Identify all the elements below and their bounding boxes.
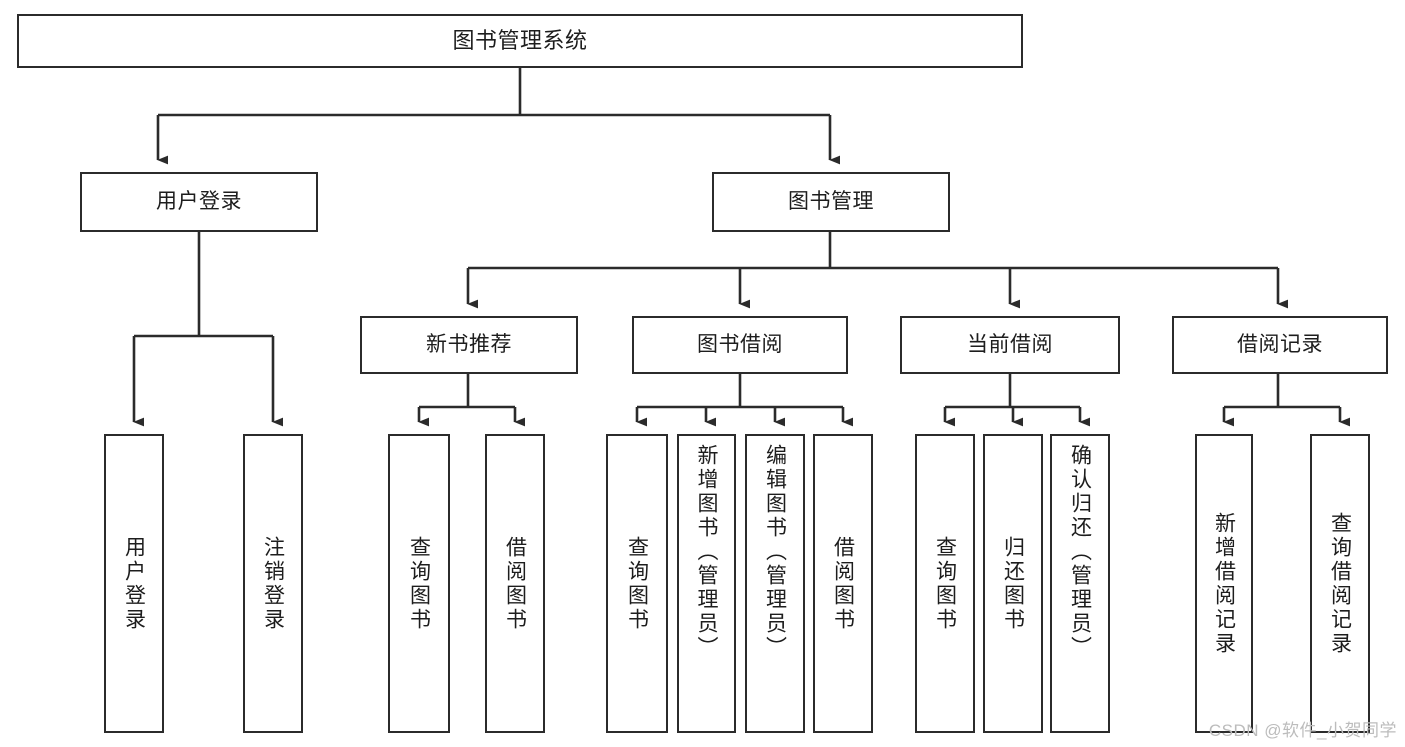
node-label: 借阅图书 <box>503 535 527 632</box>
node-label: 查询图书 <box>933 535 957 632</box>
leaf-records-add-record[interactable]: 新增借阅记录 <box>1195 434 1253 733</box>
leaf-recommend-query-book[interactable]: 查询图书 <box>388 434 450 733</box>
node-label: 图书管理系统 <box>452 28 588 54</box>
node-label: 编辑图书（管理员） <box>763 444 787 660</box>
node-new-book-recommend[interactable]: 新书推荐 <box>360 316 578 374</box>
node-label: 新书推荐 <box>426 332 512 356</box>
leaf-recommend-borrow-book[interactable]: 借阅图书 <box>485 434 545 733</box>
node-borrow-records[interactable]: 借阅记录 <box>1172 316 1388 374</box>
node-label: 查询借阅记录 <box>1328 511 1352 656</box>
node-label: 查询图书 <box>625 535 649 632</box>
leaf-current-confirm-return-admin[interactable]: 确认归还（管理员） <box>1050 434 1110 733</box>
leaf-records-query-record[interactable]: 查询借阅记录 <box>1310 434 1370 733</box>
leaf-user-logout[interactable]: 注销登录 <box>243 434 303 733</box>
node-label: 确认归还（管理员） <box>1068 444 1092 660</box>
node-current-borrow[interactable]: 当前借阅 <box>900 316 1120 374</box>
leaf-current-return-book[interactable]: 归还图书 <box>983 434 1043 733</box>
leaf-borrow-add-book-admin[interactable]: 新增图书（管理员） <box>677 434 736 733</box>
node-label: 借阅图书 <box>831 535 855 632</box>
node-label: 当前借阅 <box>967 332 1053 356</box>
node-label: 图书借阅 <box>697 332 783 356</box>
node-label: 借阅记录 <box>1237 332 1323 356</box>
leaf-borrow-borrow-book[interactable]: 借阅图书 <box>813 434 873 733</box>
leaf-borrow-edit-book-admin[interactable]: 编辑图书（管理员） <box>745 434 805 733</box>
leaf-borrow-query-book[interactable]: 查询图书 <box>606 434 668 733</box>
node-label: 归还图书 <box>1001 535 1025 632</box>
node-label: 新增图书（管理员） <box>695 444 718 660</box>
node-label: 图书管理 <box>788 189 874 213</box>
node-label: 新增借阅记录 <box>1212 511 1236 656</box>
node-book-management-system[interactable]: 图书管理系统 <box>17 14 1023 68</box>
leaf-current-query-book[interactable]: 查询图书 <box>915 434 975 733</box>
leaf-user-login[interactable]: 用户登录 <box>104 434 164 733</box>
node-label: 用户登录 <box>122 535 146 632</box>
node-book-borrow[interactable]: 图书借阅 <box>632 316 848 374</box>
node-user-login[interactable]: 用户登录 <box>80 172 318 232</box>
node-label: 注销登录 <box>261 535 285 632</box>
node-book-management[interactable]: 图书管理 <box>712 172 950 232</box>
node-label: 查询图书 <box>407 535 431 632</box>
node-label: 用户登录 <box>156 189 242 213</box>
